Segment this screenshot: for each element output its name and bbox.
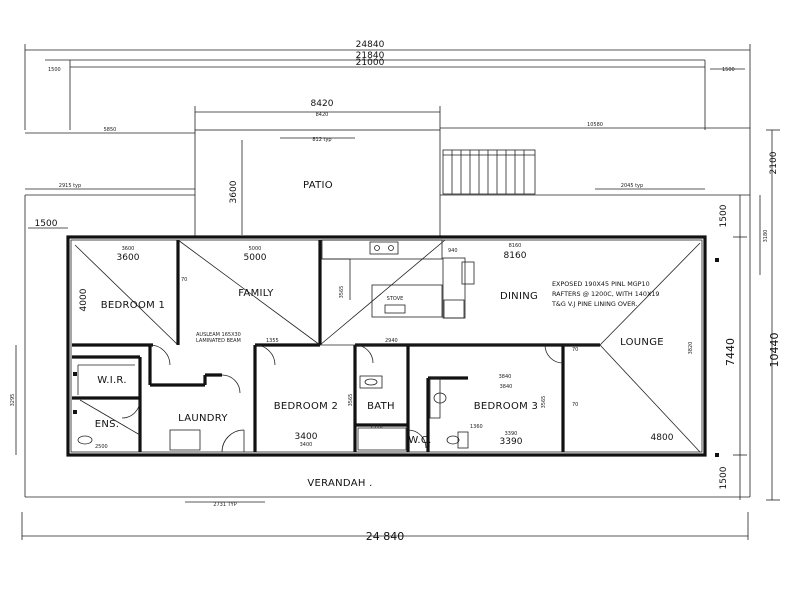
room-label-patio: PATIO bbox=[303, 180, 333, 191]
dim-bedroom3-top-sub: 3840 bbox=[500, 384, 513, 390]
dim-dining-width: 8160 bbox=[504, 251, 527, 261]
house-external-wall bbox=[66, 235, 707, 457]
dim-top-21840: 21840 bbox=[356, 51, 385, 61]
dim-right-1500-bottom: 1500 bbox=[719, 466, 729, 489]
floor-beam-note-line-2: LAMINATED BEAM bbox=[196, 338, 241, 344]
dim-bedroom2-width-sub: 3400 bbox=[300, 442, 313, 448]
room-label-family: FAMILY bbox=[238, 288, 274, 299]
dim-top-right-1500: 1500 bbox=[722, 67, 735, 73]
floor-beam-note-line-1: AUSLEAM 165X30 bbox=[196, 332, 241, 338]
internal-walls bbox=[72, 240, 600, 452]
dim-w70-c: 70 bbox=[572, 347, 578, 353]
dim-bedroom1-depth: 4000 bbox=[79, 288, 89, 311]
dim-top-24840: 24840 bbox=[356, 40, 385, 50]
dim-lounge-width: 4800 bbox=[651, 433, 674, 443]
dim-2731-typ: 2731 TYP bbox=[213, 502, 236, 508]
stairs bbox=[442, 149, 536, 195]
dim-top-21000: 21000 bbox=[356, 58, 385, 68]
dim-dining-width-sub: 8160 bbox=[509, 243, 522, 249]
room-label-wir: W.I.R. bbox=[97, 375, 127, 386]
dim-left-5850: 5850 bbox=[104, 127, 117, 133]
dim-right-3180: 3180 bbox=[763, 230, 769, 243]
dim-1510: 1510 bbox=[370, 424, 383, 430]
door-swings bbox=[121, 344, 564, 453]
dim-2915-typ: 2915 typ bbox=[59, 183, 81, 189]
dim-family-width-sub: 5000 bbox=[249, 246, 262, 252]
verandah-posts bbox=[73, 258, 719, 457]
dim-patio-width: 8420 bbox=[311, 99, 334, 109]
dim-kitchen-depth: 3565 bbox=[339, 286, 345, 299]
room-label-laundry: LAUNDRY bbox=[178, 413, 228, 424]
dim-1360: 1360 bbox=[470, 424, 483, 430]
dim-bedroom3-depth: 3565 bbox=[541, 396, 547, 409]
dim-house-depth: 7440 bbox=[724, 338, 737, 366]
dim-2500: 2500 bbox=[95, 444, 108, 450]
dim-patio-width-sub: 8420 bbox=[316, 112, 329, 118]
dim-w70-b: 70 bbox=[572, 402, 578, 408]
bath-fixtures bbox=[77, 375, 469, 451]
dim-bath-depth: 3565 bbox=[348, 394, 354, 407]
wir-shelving bbox=[77, 364, 141, 436]
dim-bedroom3-top: 3840 bbox=[499, 374, 512, 380]
room-label-bedroom-3: BEDROOM 3 bbox=[474, 401, 538, 412]
room-label-lounge: LOUNGE bbox=[620, 337, 664, 348]
roof-hip-lines bbox=[74, 239, 701, 453]
ceiling-note-line-3: T&G V.J PINE LINING OVER. bbox=[551, 300, 637, 308]
dim-right-10580: 10580 bbox=[587, 122, 603, 128]
room-label-bedroom-2: BEDROOM 2 bbox=[274, 401, 338, 412]
dim-overall-height: 10440 bbox=[768, 333, 781, 368]
right-dimension-lines bbox=[733, 129, 780, 501]
verandah-boundary bbox=[24, 130, 751, 498]
dim-bedroom2-width: 3400 bbox=[295, 432, 318, 442]
dim-patio-depth: 3600 bbox=[229, 180, 239, 203]
top-dimension-lines bbox=[24, 44, 751, 190]
dim-lounge-depth: 3820 bbox=[688, 342, 694, 355]
dim-w70-a: 70 bbox=[181, 277, 187, 283]
dim-left-side: 3295 bbox=[10, 394, 16, 407]
dim-right-2100: 2100 bbox=[769, 151, 779, 174]
dim-bedroom3-width: 3390 bbox=[500, 437, 523, 447]
dim-bedroom1-width: 3600 bbox=[117, 253, 140, 263]
dim-812-typ: 812 typ bbox=[312, 137, 331, 143]
room-label-verandah: VERANDAH . bbox=[307, 478, 372, 489]
dim-family-width: 5000 bbox=[244, 253, 267, 263]
dim-top-left-1500: 1500 bbox=[48, 67, 61, 73]
room-label-wc: W.C. bbox=[408, 435, 431, 446]
dim-overall-width: 24 840 bbox=[366, 530, 405, 543]
dim-2940: 2940 bbox=[385, 338, 398, 344]
dim-1355: 1355 bbox=[266, 338, 279, 344]
room-label-bedroom-1: BEDROOM 1 bbox=[101, 300, 165, 311]
ceiling-note-line-1: EXPOSED 190X45 PINL MGP10 bbox=[552, 280, 650, 288]
room-label-dining: DINING bbox=[500, 291, 538, 302]
dim-2045-typ: 2045 typ bbox=[621, 183, 643, 189]
dim-940: 940 bbox=[448, 248, 458, 254]
room-label-bath: BATH bbox=[367, 401, 395, 412]
dim-bedroom3-width-sub: 3390 bbox=[505, 431, 518, 437]
dim-right-1500-top: 1500 bbox=[719, 204, 729, 227]
bottom-dimension-lines bbox=[21, 501, 749, 540]
dim-left-1500: 1500 bbox=[35, 219, 58, 229]
ceiling-note-line-2: RAFTERS @ 1200C, WITH 140X19 bbox=[552, 290, 659, 298]
stove-label: STOVE bbox=[387, 296, 404, 302]
dim-bedroom1-width-sub: 3600 bbox=[122, 246, 135, 252]
room-label-ens: ENS. bbox=[95, 419, 120, 430]
